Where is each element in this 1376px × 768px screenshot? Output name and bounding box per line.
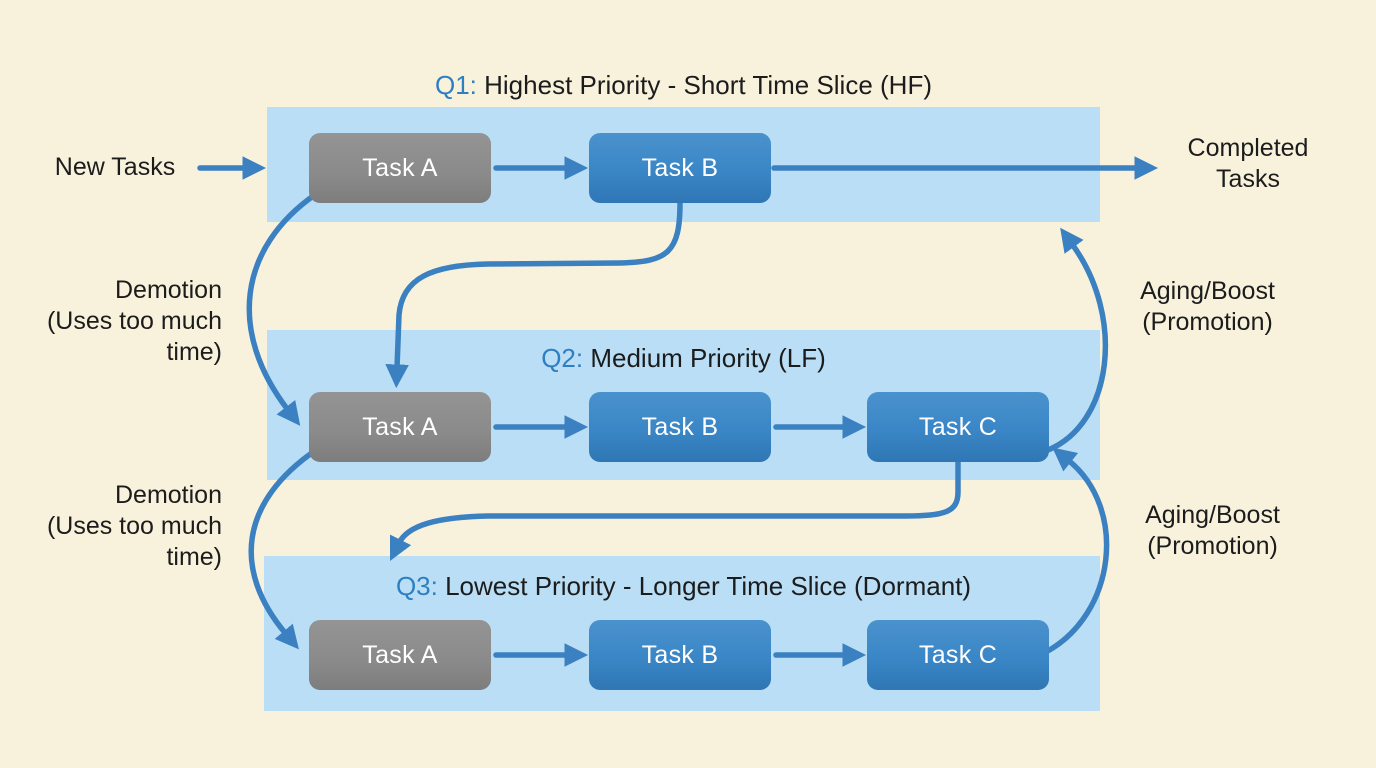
queue-id-q3: Q3:	[395, 571, 438, 601]
demotion-bottom-line-2: (Uses too much	[46, 512, 222, 540]
demotion-bottom-line-1: Demotion	[115, 481, 222, 509]
task-label: Task B	[641, 153, 719, 182]
demotion-bottom-line-3: time)	[166, 543, 222, 571]
task-box-q3-task-c: Task C	[867, 620, 1049, 690]
demotion-label-bottom: Demotion (Uses too much time)	[10, 480, 222, 573]
task-box-q3-task-b: Task B	[589, 620, 771, 690]
task-label: Task A	[362, 412, 438, 441]
queue-title-q2: Q2: Medium Priority (LF)	[267, 343, 1100, 374]
task-label: Task C	[918, 640, 998, 669]
task-label: Task A	[362, 153, 438, 182]
queue-title-q1: Q1: Highest Priority - Short Time Slice …	[267, 70, 1100, 101]
aging-top-line-1: Aging/Boost	[1140, 277, 1275, 305]
completed-line-2: Tasks	[1216, 165, 1280, 193]
task-label: Task A	[362, 640, 438, 669]
aging-boost-label-bottom: Aging/Boost (Promotion)	[1130, 500, 1295, 562]
task-box-q1-task-a: Task A	[309, 133, 491, 203]
queue-desc-q1: Highest Priority - Short Time Slice (HF)	[476, 70, 932, 100]
task-label: Task B	[641, 412, 719, 441]
new-tasks-label: New Tasks	[35, 152, 195, 183]
queue-desc-q3: Lowest Priority - Longer Time Slice (Dor…	[437, 571, 972, 601]
task-label: Task B	[641, 640, 719, 669]
aging-top-line-2: (Promotion)	[1142, 308, 1273, 336]
queue-id-q2: Q2:	[541, 343, 584, 373]
demotion-label-top: Demotion (Uses too much time)	[10, 275, 222, 368]
task-box-q2-task-a: Task A	[309, 392, 491, 462]
task-box-q2-task-b: Task B	[589, 392, 771, 462]
queue-desc-q2: Medium Priority (LF)	[583, 343, 826, 373]
demotion-top-line-2: (Uses too much	[46, 307, 222, 335]
aging-bottom-line-2: (Promotion)	[1147, 532, 1278, 560]
queue-id-q1: Q1:	[434, 70, 477, 100]
completed-line-1: Completed	[1187, 134, 1309, 162]
demotion-top-line-1: Demotion	[115, 276, 222, 304]
task-label: Task C	[918, 412, 998, 441]
completed-tasks-label: Completed Tasks	[1163, 133, 1333, 195]
task-box-q3-task-a: Task A	[309, 620, 491, 690]
new-tasks-text: New Tasks	[54, 153, 176, 181]
demotion-top-line-3: time)	[166, 338, 222, 366]
task-box-q2-task-c: Task C	[867, 392, 1049, 462]
queue-title-q3: Q3: Lowest Priority - Longer Time Slice …	[267, 571, 1100, 602]
aging-boost-label-top: Aging/Boost (Promotion)	[1125, 276, 1290, 338]
task-box-q1-task-b: Task B	[589, 133, 771, 203]
aging-bottom-line-1: Aging/Boost	[1145, 501, 1280, 529]
